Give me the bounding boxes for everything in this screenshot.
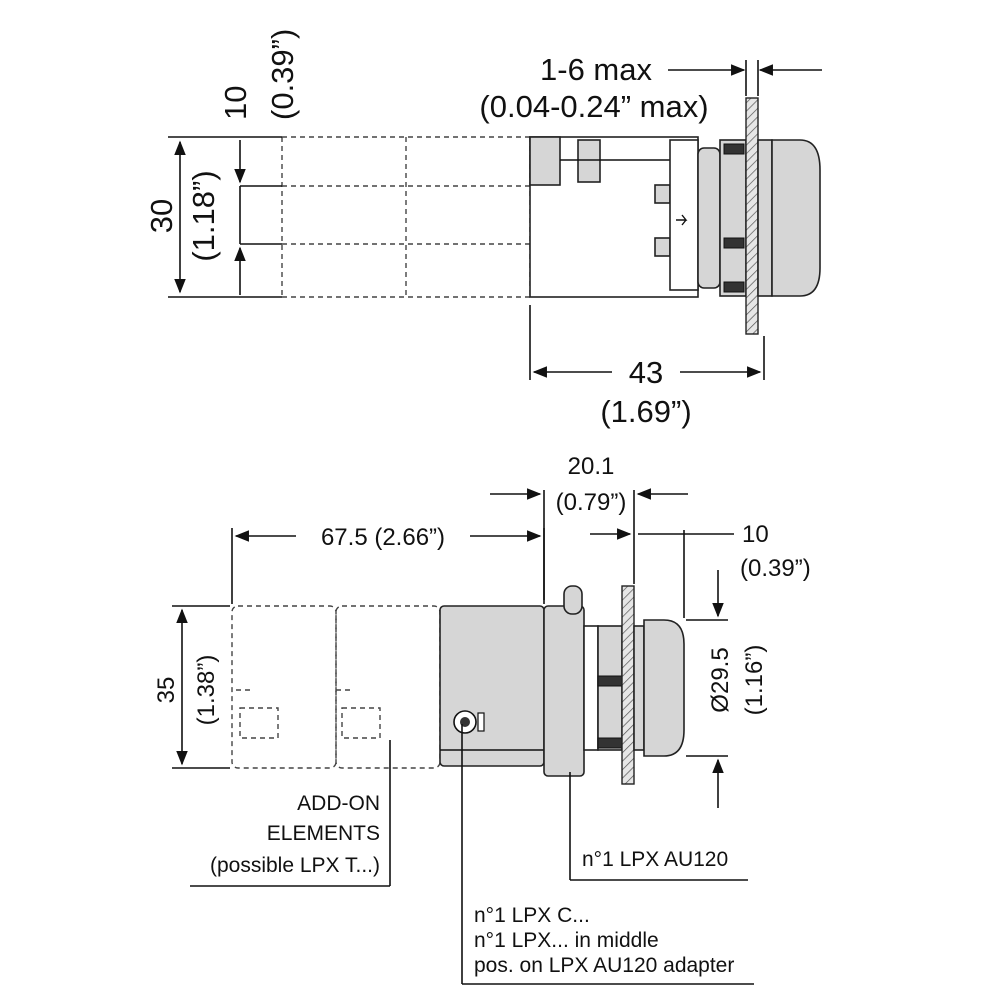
top-panel <box>745 97 759 335</box>
top-view: 30 (1.18”) 10 (0.39”) 1-6 max (0.04-0.24… <box>144 29 822 429</box>
dim-top-height: 30 (1.18”) <box>144 136 282 298</box>
side-button-head <box>633 619 685 757</box>
callout-contact: n°1 LPX C... n°1 LPX... in middle pos. o… <box>461 724 754 985</box>
side-view: 67.5 (2.66”) 20.1 (0.79”) 10 (0.39”) 35 … <box>153 453 811 985</box>
dim-top-height-in: (1.18”) <box>186 170 221 261</box>
dim-top-stroke: 1-6 max (0.04-0.24” max) <box>479 52 822 124</box>
dim-side-diameter-mm: Ø29.5 <box>707 647 734 712</box>
callout-addon: ADD-ON ELEMENTS (possible LPX T...) <box>190 740 391 887</box>
dim-top-step-in: (0.39”) <box>265 29 300 120</box>
dim-side-head-in: (0.39”) <box>740 555 811 582</box>
side-contact-block <box>439 605 545 767</box>
side-nut <box>597 625 623 751</box>
top-contact-block <box>529 136 699 298</box>
side-panel <box>621 585 635 785</box>
dim-top-length-mm: 43 <box>629 355 663 390</box>
dim-side-height-in: (1.38”) <box>193 655 220 726</box>
callout-contact-line2: n°1 LPX... in middle <box>474 929 659 952</box>
side-addon-outline <box>231 605 441 769</box>
dim-side-addon-length: 67.5 (2.66”) <box>231 524 545 604</box>
callout-addon-line2: ELEMENTS <box>267 822 380 845</box>
top-button-head <box>757 139 821 297</box>
top-bezel <box>697 139 747 297</box>
dim-side-head-mm: 10 <box>742 521 769 548</box>
dim-top-length-in: (1.69”) <box>600 394 691 429</box>
callout-adapter-text: n°1 LPX AU120 <box>582 848 728 871</box>
dim-top-height-mm: 30 <box>144 199 179 233</box>
dim-top-length: 43 (1.69”) <box>529 305 765 429</box>
dim-side-adapter: 20.1 (0.79”) <box>490 453 688 600</box>
dim-top-step-mm: 10 <box>218 86 253 120</box>
dim-side-diameter: Ø29.5 (1.16”) <box>686 570 768 808</box>
callout-adapter: n°1 LPX AU120 <box>569 772 748 881</box>
dim-side-height: 35 (1.38”) <box>153 605 230 769</box>
callout-addon-line1: ADD-ON <box>297 792 380 815</box>
dim-side-adapter-in: (0.79”) <box>556 489 627 516</box>
dim-top-stroke-mm: 1-6 max <box>540 52 652 87</box>
dim-side-diameter-in: (1.16”) <box>741 645 768 716</box>
side-adapter <box>543 585 599 777</box>
callout-addon-line3: (possible LPX T...) <box>210 854 380 877</box>
callout-contact-line3: pos. on LPX AU120 adapter <box>474 954 734 977</box>
dim-side-adapter-mm: 20.1 <box>568 453 615 480</box>
dim-top-stroke-in: (0.04-0.24” max) <box>479 89 708 124</box>
callout-contact-line1: n°1 LPX C... <box>474 904 590 927</box>
dim-side-head: 10 (0.39”) <box>590 521 811 618</box>
dim-side-addon-length-text: 67.5 (2.66”) <box>321 524 445 551</box>
dim-top-step: 10 (0.39”) <box>218 29 300 295</box>
dim-side-height-mm: 35 <box>153 677 180 704</box>
top-addon-outline <box>281 136 531 298</box>
